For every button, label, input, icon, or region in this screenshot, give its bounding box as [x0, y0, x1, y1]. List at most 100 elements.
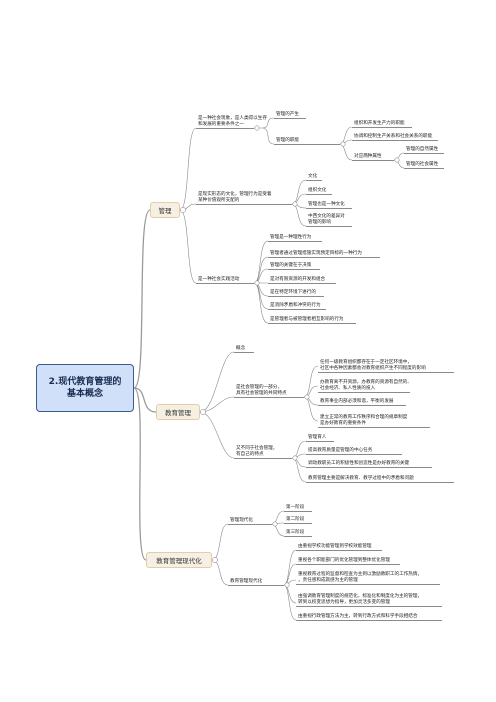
underline: [234, 397, 304, 398]
collapse-knob[interactable]: [254, 280, 260, 286]
collapse-knob[interactable]: [284, 582, 290, 588]
connector-xiandaihua-b: [283, 549, 297, 621]
topic-jiaoyu-b1[interactable]: 任何一级教育组织都存在于一定社区环境中， 社区中各种因素都会对教育组织产生不同程…: [320, 360, 426, 371]
topic-guanli-c3[interactable]: 管理的关键在于决策: [270, 263, 312, 268]
topic-jiaoyu-c2[interactable]: 提高教育质量是管理的中心任务: [308, 448, 373, 453]
topic-jiaoyu-c4[interactable]: 教育管理主要是解决教育、教学过程中的矛盾和问题: [308, 476, 414, 481]
topic-guanli-a2[interactable]: 管理的职能: [276, 138, 299, 143]
topic-jiaoyu-c3[interactable]: 调动教职员工的积极性和创造性是办好教育的关键: [308, 461, 410, 466]
collapse-knob[interactable]: [254, 125, 260, 131]
collapse-knob[interactable]: [180, 207, 186, 213]
underline: [228, 524, 272, 525]
underline: [306, 180, 322, 181]
underline: [306, 208, 352, 209]
underline: [268, 296, 324, 297]
underline: [268, 323, 356, 324]
topic-guanli-c5[interactable]: 是在特定环境下进行的: [270, 290, 316, 295]
underline: [318, 405, 406, 406]
collapse-knob[interactable]: [394, 157, 400, 163]
topic-xiandaihua-b1[interactable]: 由重视学校功能管理到学校效能管理: [298, 544, 372, 549]
topic-jiaoyu-c[interactable]: 又不同于社会管理， 有自己的特点: [236, 446, 278, 457]
topic-guanli-a2-3-1[interactable]: 管理的自然属性: [406, 147, 439, 152]
underline: [268, 283, 336, 284]
topic-xiandaihua-a1[interactable]: 第一阶段: [286, 505, 305, 510]
connector-root-guanli: [133, 209, 151, 389]
collapse-knob[interactable]: [212, 557, 218, 563]
connector-jiaoyu-c: [291, 440, 307, 483]
underline: [306, 441, 334, 442]
collapse-knob[interactable]: [272, 521, 278, 527]
topic-jiaoyu-b[interactable]: 是社会管理的一部分， 具有社会管理的共同特点: [236, 385, 287, 396]
underline: [352, 160, 394, 161]
topic-guanli-c7[interactable]: 是管理者与被管理者相互影响的行为: [270, 317, 344, 322]
connector-jiaoyu: [199, 351, 235, 459]
topic-guanli-b4[interactable]: 中西文化的差异对 管理的影响: [308, 214, 345, 225]
underline: [268, 269, 320, 270]
connector-guanli-a: [254, 117, 275, 145]
topic-xiandaihua-b2[interactable]: 重视各个职能部门的优化管理到整体优化管理: [298, 558, 390, 563]
underline: [352, 140, 438, 141]
root-topic[interactable]: 2.现代教育管理的 基本概念: [36, 364, 134, 412]
underline: [296, 550, 382, 551]
underline: [284, 536, 312, 537]
collapse-knob[interactable]: [200, 409, 206, 415]
topic-guanli-a2-2[interactable]: 协调和控制生产关系和社会关系的职能: [354, 134, 433, 139]
underline: [296, 584, 440, 585]
topic-jiaoyu-c1[interactable]: 管理育人: [308, 435, 327, 440]
topic-xiandaihua-b5[interactable]: 由重视行政管理方法为主，转到行政方式和科学手段相结合: [298, 614, 418, 619]
topic-jiaoyu-b4[interactable]: 建立正常的教育工作秩序和合理的规章制度 是办好教育的重要条件: [320, 415, 408, 426]
topic-jiaoyu-b2[interactable]: 办教育离不开资源，办教育的资源有自然的、 社会经济、私人性质的投入: [320, 380, 412, 391]
main-topic-jiaoyu-guanli[interactable]: 教育管理: [156, 404, 200, 420]
topic-xiandaihua-a2[interactable]: 第二阶段: [286, 517, 305, 522]
topic-guanli-c6[interactable]: 是消除矛盾和冲突的行为: [270, 303, 321, 308]
topic-guanli-b[interactable]: 是现实形态的文化，管理行为是受着 某种价值观所支配的: [198, 192, 272, 203]
underline: [404, 168, 444, 169]
underline: [306, 454, 402, 455]
topic-xiandaihua-a3[interactable]: 第三阶段: [286, 530, 305, 535]
topic-jiaoyu-a[interactable]: 概念: [236, 346, 246, 351]
topic-guanli-a2-3-2[interactable]: 管理的社会属性: [406, 162, 439, 167]
topic-guanli-c[interactable]: 是一种社会实践活动: [198, 277, 240, 282]
connector-root-jiaoyu: [133, 387, 157, 413]
underline: [306, 467, 432, 468]
topic-xiandaihua-b3[interactable]: 重视教育过程的监督和检查为主到以激励教职工的工作热情， ，责任感和成就感为主的管…: [298, 572, 423, 583]
underline: [296, 606, 442, 607]
topic-guanli-c4[interactable]: 是对有限资源的开发和组合: [270, 277, 326, 282]
topic-guanli-b3[interactable]: 管理也是一种文化: [308, 202, 345, 207]
collapse-knob[interactable]: [304, 394, 310, 400]
underline: [196, 204, 292, 205]
topic-guanli-c1[interactable]: 管理是一种理性行为: [270, 235, 312, 240]
topic-xiandaihua-b4[interactable]: 由强调教育管理制度的规范化，标准化和制度化为主的管理， 转到以权变思想为指导，更…: [298, 594, 423, 605]
main-topic-xiandaihua[interactable]: 教育管理现代化: [146, 552, 212, 568]
topic-guanli-c2[interactable]: 管理者通过管理措施实现预定目标的一种行为: [270, 251, 362, 256]
underline: [296, 620, 442, 621]
underline: [306, 194, 332, 195]
underline: [306, 226, 352, 227]
underline: [274, 118, 306, 119]
underline: [234, 458, 292, 459]
topic-guanli-a2-3[interactable]: 对应两种属性: [354, 154, 382, 159]
topic-guanli-b1[interactable]: 文化: [308, 174, 318, 179]
topic-guanli-a1[interactable]: 管理的产生: [276, 112, 299, 117]
collapse-knob[interactable]: [292, 455, 298, 461]
underline: [196, 283, 254, 284]
topic-xiandaihua-b[interactable]: 教育管理现代化: [230, 579, 263, 584]
connector-root-xiandaihua: [133, 387, 147, 561]
collapse-knob[interactable]: [340, 141, 346, 147]
main-topic-guanli[interactable]: 管理: [150, 202, 180, 218]
underline: [296, 564, 400, 565]
underline: [228, 585, 284, 586]
topic-guanli-b2[interactable]: 组织文化: [308, 188, 327, 193]
underline: [318, 427, 430, 428]
underline: [268, 257, 380, 258]
connector-xiandaihua: [211, 523, 229, 586]
topic-xiandaihua-a[interactable]: 管理现代化: [230, 518, 253, 523]
underline: [234, 352, 254, 353]
topic-guanli-a2-1[interactable]: 组织和开发生产力的职能: [354, 121, 405, 126]
collapse-knob[interactable]: [292, 201, 298, 207]
connector-guanli-c: [253, 240, 269, 324]
topic-guanli-a[interactable]: 是一种社会现象，是人类得以生存 和发展的重要条件之一: [198, 116, 267, 127]
topic-jiaoyu-b3[interactable]: 教育事业内部必须和谐，平衡的发展: [320, 399, 394, 404]
underline: [268, 309, 326, 310]
